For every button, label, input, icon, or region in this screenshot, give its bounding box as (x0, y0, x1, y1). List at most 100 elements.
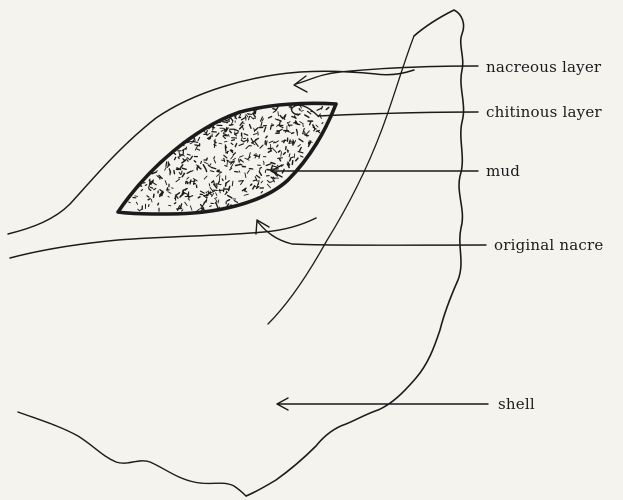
mud-speck (245, 173, 246, 178)
mud-speck (277, 145, 278, 147)
mud-speck (223, 122, 228, 123)
mud-speck (187, 171, 191, 173)
mud-speck (214, 160, 215, 163)
mud-speck (218, 200, 219, 203)
mud-speck (196, 165, 199, 166)
mud-speck (189, 196, 193, 198)
mud-speck (296, 158, 298, 161)
mud-speck (149, 205, 150, 207)
shell-outline-bottom (18, 412, 246, 496)
mud-speck (299, 109, 300, 110)
mud-speck (262, 119, 263, 121)
mud-speck (166, 162, 167, 167)
mud-speck (224, 158, 225, 161)
mud-speck (251, 139, 253, 142)
mud-speck (239, 181, 243, 182)
mud-speck (129, 202, 131, 203)
mud-speck (222, 160, 224, 161)
mud-speck (212, 181, 213, 182)
mud-speck (222, 179, 223, 181)
mud-speck (186, 159, 188, 161)
mud-speck (174, 153, 175, 154)
mud-speck (154, 194, 155, 197)
mud-speck (161, 177, 163, 178)
mud-speck (204, 162, 208, 164)
mud-speck (289, 154, 290, 157)
mud-speck (154, 189, 156, 190)
mud-speck (227, 200, 230, 201)
mud-speck (230, 117, 233, 121)
mud-speck (147, 196, 149, 197)
mud-speck (230, 131, 232, 133)
mud-speck (225, 146, 226, 151)
mud-speck (261, 181, 263, 183)
mud-speck (141, 190, 143, 191)
mud-speck (219, 143, 222, 144)
mud-speck (206, 170, 207, 172)
mud-speck (230, 168, 232, 170)
mud-speck (251, 184, 252, 185)
mud-speck (204, 176, 207, 179)
mud-speck (179, 152, 180, 156)
mud-speck (279, 151, 281, 152)
mud-speck (217, 171, 221, 172)
mud-speck (174, 171, 175, 174)
mud-speck (316, 125, 318, 127)
mud-speck (298, 145, 301, 147)
mud-speck (310, 122, 311, 125)
mud-speck (187, 142, 190, 143)
mud-speck (210, 171, 214, 172)
mud-speck (229, 125, 233, 126)
mud-speck (254, 128, 255, 131)
mud-speck (244, 140, 247, 142)
mud-speck (198, 167, 201, 169)
mud-speck (279, 121, 280, 125)
mud-speck (214, 157, 215, 159)
mud-speck (241, 137, 242, 139)
mud-speck (300, 148, 302, 151)
mud-speck (180, 196, 181, 198)
mud-speck (259, 172, 261, 176)
mud-speck (136, 202, 137, 204)
mud-speck (259, 168, 260, 171)
mud-speck (250, 125, 251, 129)
mud-speck (170, 153, 172, 154)
mud-speck (240, 122, 243, 125)
mud-speck (322, 123, 323, 124)
mud-speck (254, 114, 256, 117)
mud-speck (189, 139, 192, 140)
mud-speck (190, 143, 192, 144)
label-chitinous-layer: chitinous layer (486, 103, 602, 121)
mud-speck (216, 203, 218, 208)
mud-speck (229, 186, 230, 190)
original-nacre-line (10, 218, 316, 258)
mud-speck (185, 202, 187, 205)
mud-speck (305, 115, 309, 117)
mud-speck (210, 164, 211, 166)
mud-speck (244, 190, 247, 192)
mud-speck (141, 183, 145, 184)
mud-speck (194, 161, 195, 162)
mud-speck (299, 139, 303, 142)
mud-speck (240, 164, 242, 165)
mud-speck (232, 181, 233, 185)
mud-speck (221, 130, 223, 131)
mud-speck (290, 157, 293, 158)
mud-speck (235, 144, 236, 147)
label-nacreous-layer: nacreous layer (486, 58, 602, 76)
mud-speck (292, 133, 294, 134)
mud-speck (179, 173, 180, 175)
mud-speck (255, 142, 258, 146)
mud-speck (284, 153, 286, 155)
mud-speck (273, 109, 276, 110)
mud-speck (148, 199, 150, 200)
mud-speck (235, 172, 238, 173)
original-nacre-leader (258, 222, 486, 245)
mud-speck (178, 157, 179, 159)
mud-speck (187, 154, 190, 155)
mud-speck (246, 146, 249, 148)
mud-speck (231, 165, 233, 168)
mud-speck (165, 181, 167, 185)
mud-speck (197, 149, 199, 150)
